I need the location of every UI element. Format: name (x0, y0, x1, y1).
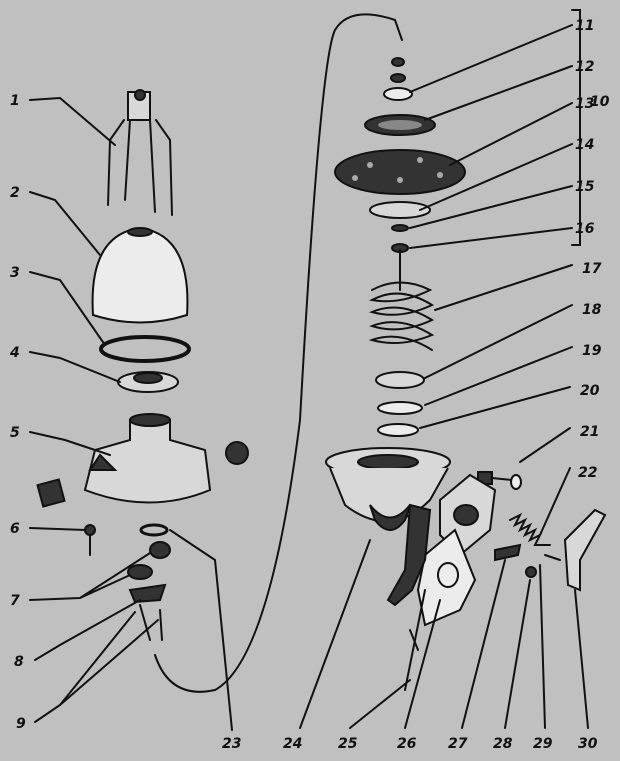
part-3-gasket (99, 335, 191, 363)
label-20: 20 (580, 383, 600, 399)
label-9: 9 (16, 716, 26, 732)
label-4: 4 (9, 345, 20, 361)
part-5-upper-body (36, 413, 249, 508)
part-7-valve (127, 564, 153, 580)
part-22-lever-spring (509, 512, 551, 546)
part-11-nut (391, 57, 405, 67)
label-15: 15 (575, 179, 595, 195)
label-11: 11 (575, 18, 594, 34)
label-12: 12 (575, 59, 594, 75)
label-30: 30 (578, 736, 598, 752)
part-28-link (494, 543, 522, 562)
label-26: 26 (397, 736, 417, 752)
label-27: 27 (448, 736, 468, 752)
part-4-filter (117, 371, 179, 393)
part-14-plate (369, 201, 431, 219)
part-15-ring (391, 224, 409, 232)
label-7: 7 (10, 593, 20, 609)
label-19: 19 (582, 343, 602, 359)
label-23: 23 (222, 736, 241, 752)
part-19-washer (377, 401, 423, 415)
part-2-glass-bowl (91, 226, 189, 324)
label-3: 3 (10, 265, 20, 281)
part-30-hand-lever (563, 508, 607, 592)
part-6-screw (84, 524, 96, 556)
label-5: 5 (10, 425, 20, 441)
label-29: 29 (533, 736, 553, 752)
label-21: 21 (580, 424, 599, 440)
label-16: 16 (575, 221, 595, 237)
label-14: 14 (575, 137, 594, 153)
part-20-seal (377, 423, 419, 437)
part-24-lower-body (325, 447, 451, 531)
label-13: 13 (575, 96, 594, 112)
label-24: 24 (283, 736, 302, 752)
part-1-wire-bracket (107, 89, 173, 216)
label-18: 18 (582, 302, 602, 318)
part-9-pins (139, 604, 163, 641)
part-8-retainer (128, 583, 167, 604)
part-25-lever (386, 503, 432, 607)
part-29-pin (544, 554, 561, 561)
part-17-spring (368, 281, 435, 351)
label-10-group: 10 (590, 94, 610, 110)
label-22: 22 (578, 465, 597, 481)
label-8: 8 (14, 654, 24, 670)
label-2: 2 (10, 185, 20, 201)
label-25: 25 (338, 736, 358, 752)
label-17: 17 (582, 261, 602, 277)
label-6: 6 (10, 521, 20, 537)
part-13-diaphragm (334, 149, 466, 195)
leader-lines (29, 9, 589, 731)
part-18-spring-cup (375, 371, 425, 389)
part-26-gasket (416, 528, 477, 627)
label-28: 28 (493, 736, 513, 752)
label-1: 1 (10, 93, 20, 109)
